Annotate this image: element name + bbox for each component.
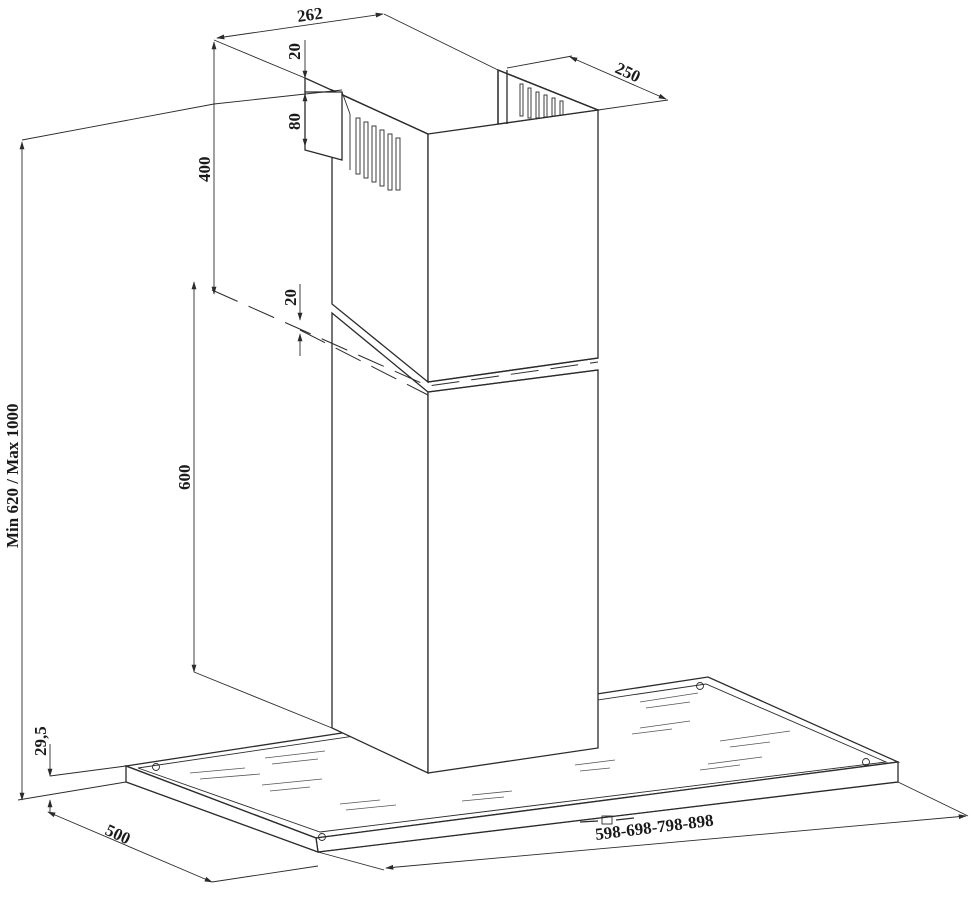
label-upper-chimney-height: 400 (195, 157, 214, 183)
outlet-recess (304, 91, 343, 161)
label-lower-chimney-height: 600 (175, 465, 194, 491)
chimney (211, 69, 601, 775)
screw-icon (318, 833, 326, 841)
lower-chimney-front-face (427, 369, 599, 774)
label-outlet-height: 80 (285, 113, 304, 130)
label-overlap: 20 (281, 289, 300, 306)
screw-icon (696, 682, 704, 690)
dimension-lines (17, 12, 969, 883)
label-chimney-width: 262 (296, 4, 324, 26)
screw-icon (152, 763, 160, 771)
label-canopy-depth: 500 (102, 820, 133, 848)
label-canopy-thickness: 29,5 (31, 726, 50, 756)
label-chimney-depth: 250 (612, 58, 643, 86)
surface-reflections (189, 692, 791, 811)
label-total-height: Min 620 / Max 1000 (3, 404, 22, 549)
lower-chimney-left-face (331, 311, 429, 775)
vent-slots-back (519, 83, 564, 119)
label-outlet-offset: 20 (285, 43, 304, 60)
upper-chimney-front-face (427, 109, 599, 383)
screw-icon (862, 758, 870, 766)
vent-slots-left (355, 117, 401, 191)
